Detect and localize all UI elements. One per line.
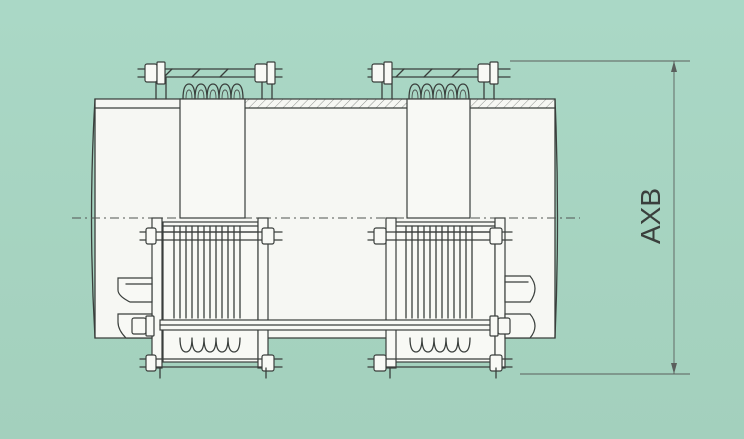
convolutions-left (162, 221, 259, 363)
pipe-wall-hatch (245, 99, 407, 108)
pipe-wall-hatch (465, 99, 555, 108)
long-tie-rod (131, 315, 511, 337)
flange-plates (151, 217, 506, 369)
bellows-left (179, 83, 246, 219)
top-nuts (144, 61, 499, 85)
dimension-label: AXB (635, 188, 666, 244)
mid-tie-rods (139, 227, 513, 245)
bottom-tie-rods (139, 354, 513, 379)
convolutions-right (394, 221, 496, 363)
dimension-ab (510, 60, 690, 375)
bellows-right (406, 83, 471, 219)
